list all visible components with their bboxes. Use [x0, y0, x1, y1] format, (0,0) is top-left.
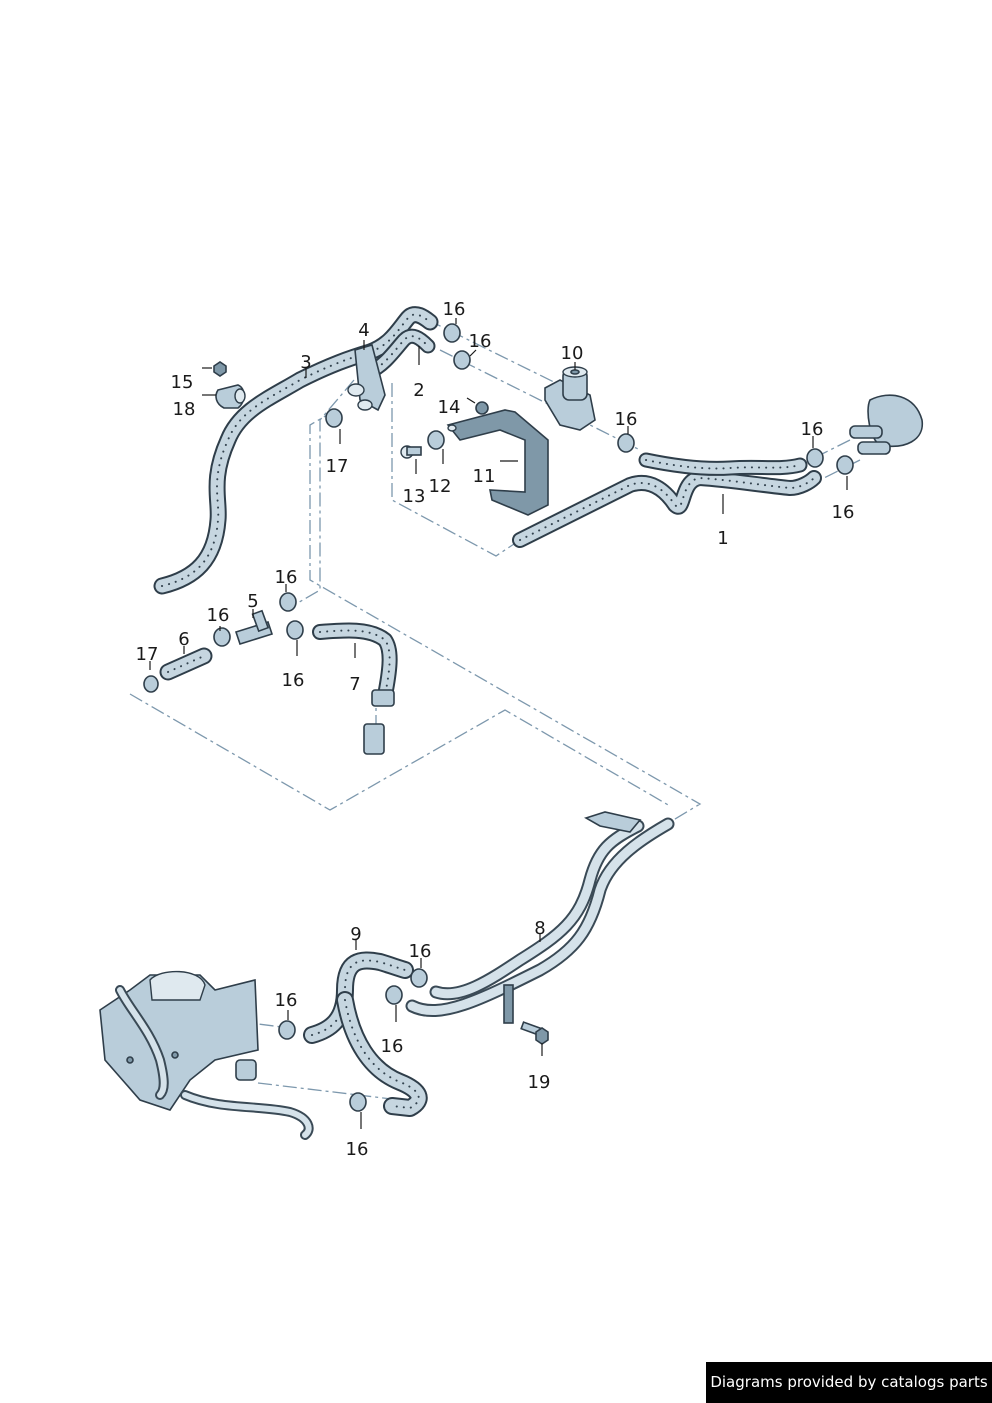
callout-12: 12	[429, 476, 452, 497]
callout-16-e: 16	[832, 502, 855, 523]
part-8-pipes	[405, 811, 675, 1024]
part-18-bracket	[215, 384, 246, 409]
part-19-bolt	[520, 1021, 549, 1045]
part-15-nut	[213, 361, 227, 377]
callout-16-l: 16	[346, 1139, 369, 1160]
part-17-clip-upper	[325, 408, 343, 428]
part-5-t-piece	[234, 609, 274, 645]
part-6-hose	[159, 647, 213, 681]
callout-16-f: 16	[275, 567, 298, 588]
callout-17-b: 17	[136, 644, 159, 665]
part-11-bracket	[446, 409, 549, 516]
firewall-grommet	[849, 394, 923, 455]
callout-16-g: 16	[207, 605, 230, 626]
callout-4: 4	[358, 320, 369, 341]
part-14-nut	[475, 401, 489, 415]
callout-16-j: 16	[381, 1036, 404, 1057]
callout-13: 13	[403, 486, 426, 507]
callout-16-k: 16	[275, 990, 298, 1011]
part-16-clips-lower	[278, 968, 428, 1112]
callout-9: 9	[350, 924, 361, 945]
callout-16-h: 16	[282, 670, 305, 691]
part-1-hose-assembly	[512, 452, 822, 548]
callout-14: 14	[438, 397, 461, 418]
callout-7: 7	[349, 674, 360, 695]
callout-16-b: 16	[469, 331, 492, 352]
callout-2: 2	[413, 380, 424, 401]
part-2-hose	[362, 328, 436, 380]
callout-16-a: 16	[443, 299, 466, 320]
leader-lines	[149, 318, 848, 1129]
part-7-hose	[312, 622, 398, 755]
part-16-clips-upper	[443, 323, 854, 475]
callout-5: 5	[247, 591, 258, 612]
callout-18: 18	[173, 399, 196, 420]
callout-15: 15	[171, 372, 194, 393]
callout-1: 1	[717, 528, 728, 549]
heater-unit	[99, 970, 314, 1140]
callout-11: 11	[473, 466, 496, 487]
callout-10: 10	[561, 343, 584, 364]
callout-17-a: 17	[326, 456, 349, 477]
callout-3: 3	[300, 352, 311, 373]
callout-labels: 1 2 3 4 5 6 7 8 9 10 11 12 13 14 15 16 1…	[136, 299, 855, 1160]
callout-8: 8	[534, 918, 545, 939]
part-17-clip-lower	[143, 675, 159, 693]
attribution-badge: Diagrams provided by catalogs parts	[706, 1362, 992, 1403]
part-4-flange	[347, 343, 386, 412]
part-10-valve	[544, 366, 596, 431]
part-12-grommet	[427, 430, 445, 450]
part-16-clips-middle	[213, 592, 304, 647]
callout-16-c: 16	[615, 409, 638, 430]
callout-6: 6	[178, 629, 189, 650]
callout-16-i: 16	[409, 941, 432, 962]
part-9-hose	[303, 951, 428, 1117]
callout-16-d: 16	[801, 419, 824, 440]
part-13-bolt	[400, 445, 422, 459]
part-3-hose	[153, 306, 439, 595]
callout-19: 19	[528, 1072, 551, 1093]
